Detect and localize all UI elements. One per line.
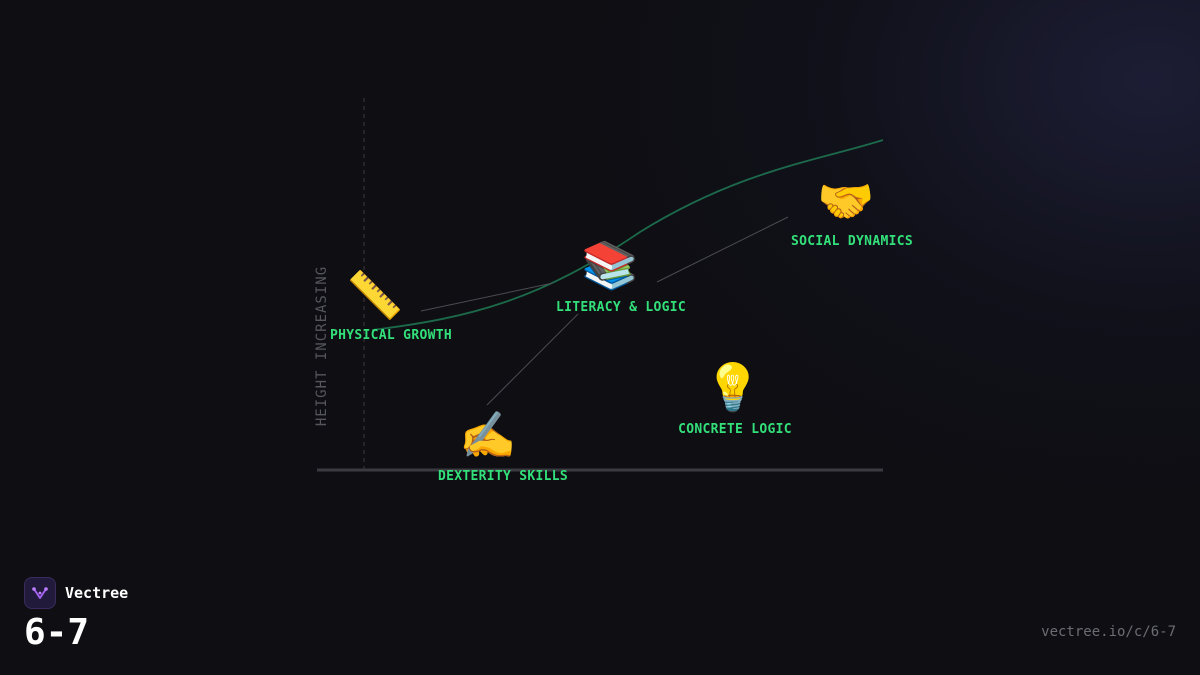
connector-literacy-social — [656, 216, 789, 283]
y-axis-label: HEIGHT INCREASING — [314, 265, 330, 427]
lightbulb-icon: 💡 — [704, 360, 762, 414]
connector-literacy-dexterity — [486, 313, 579, 406]
growth-curve — [371, 139, 884, 331]
node-label-concrete-logic: CONCRETE LOGIC — [678, 422, 792, 437]
brand[interactable]: Vectree — [24, 577, 128, 609]
writing-hand-icon: ✍️ — [459, 408, 517, 462]
source-url[interactable]: vectree.io/c/6-7 — [1041, 624, 1176, 640]
vectree-logo-icon — [24, 577, 56, 609]
books-icon: 📚 — [581, 238, 639, 292]
page-code: 6-7 — [24, 612, 90, 653]
brand-name: Vectree — [65, 584, 129, 602]
node-label-dexterity-skills: DEXTERITY SKILLS — [437, 469, 569, 484]
node-label-literacy-logic: LITERACY & LOGIC — [555, 300, 687, 315]
connector-physical-literacy — [420, 282, 554, 312]
ruler-icon: 📏 — [346, 268, 404, 322]
node-label-physical-growth: PHYSICAL GROWTH — [330, 328, 452, 343]
node-label-social-dynamics: SOCIAL DYNAMICS — [791, 234, 913, 249]
handshake-icon: 🤝 — [817, 174, 875, 228]
